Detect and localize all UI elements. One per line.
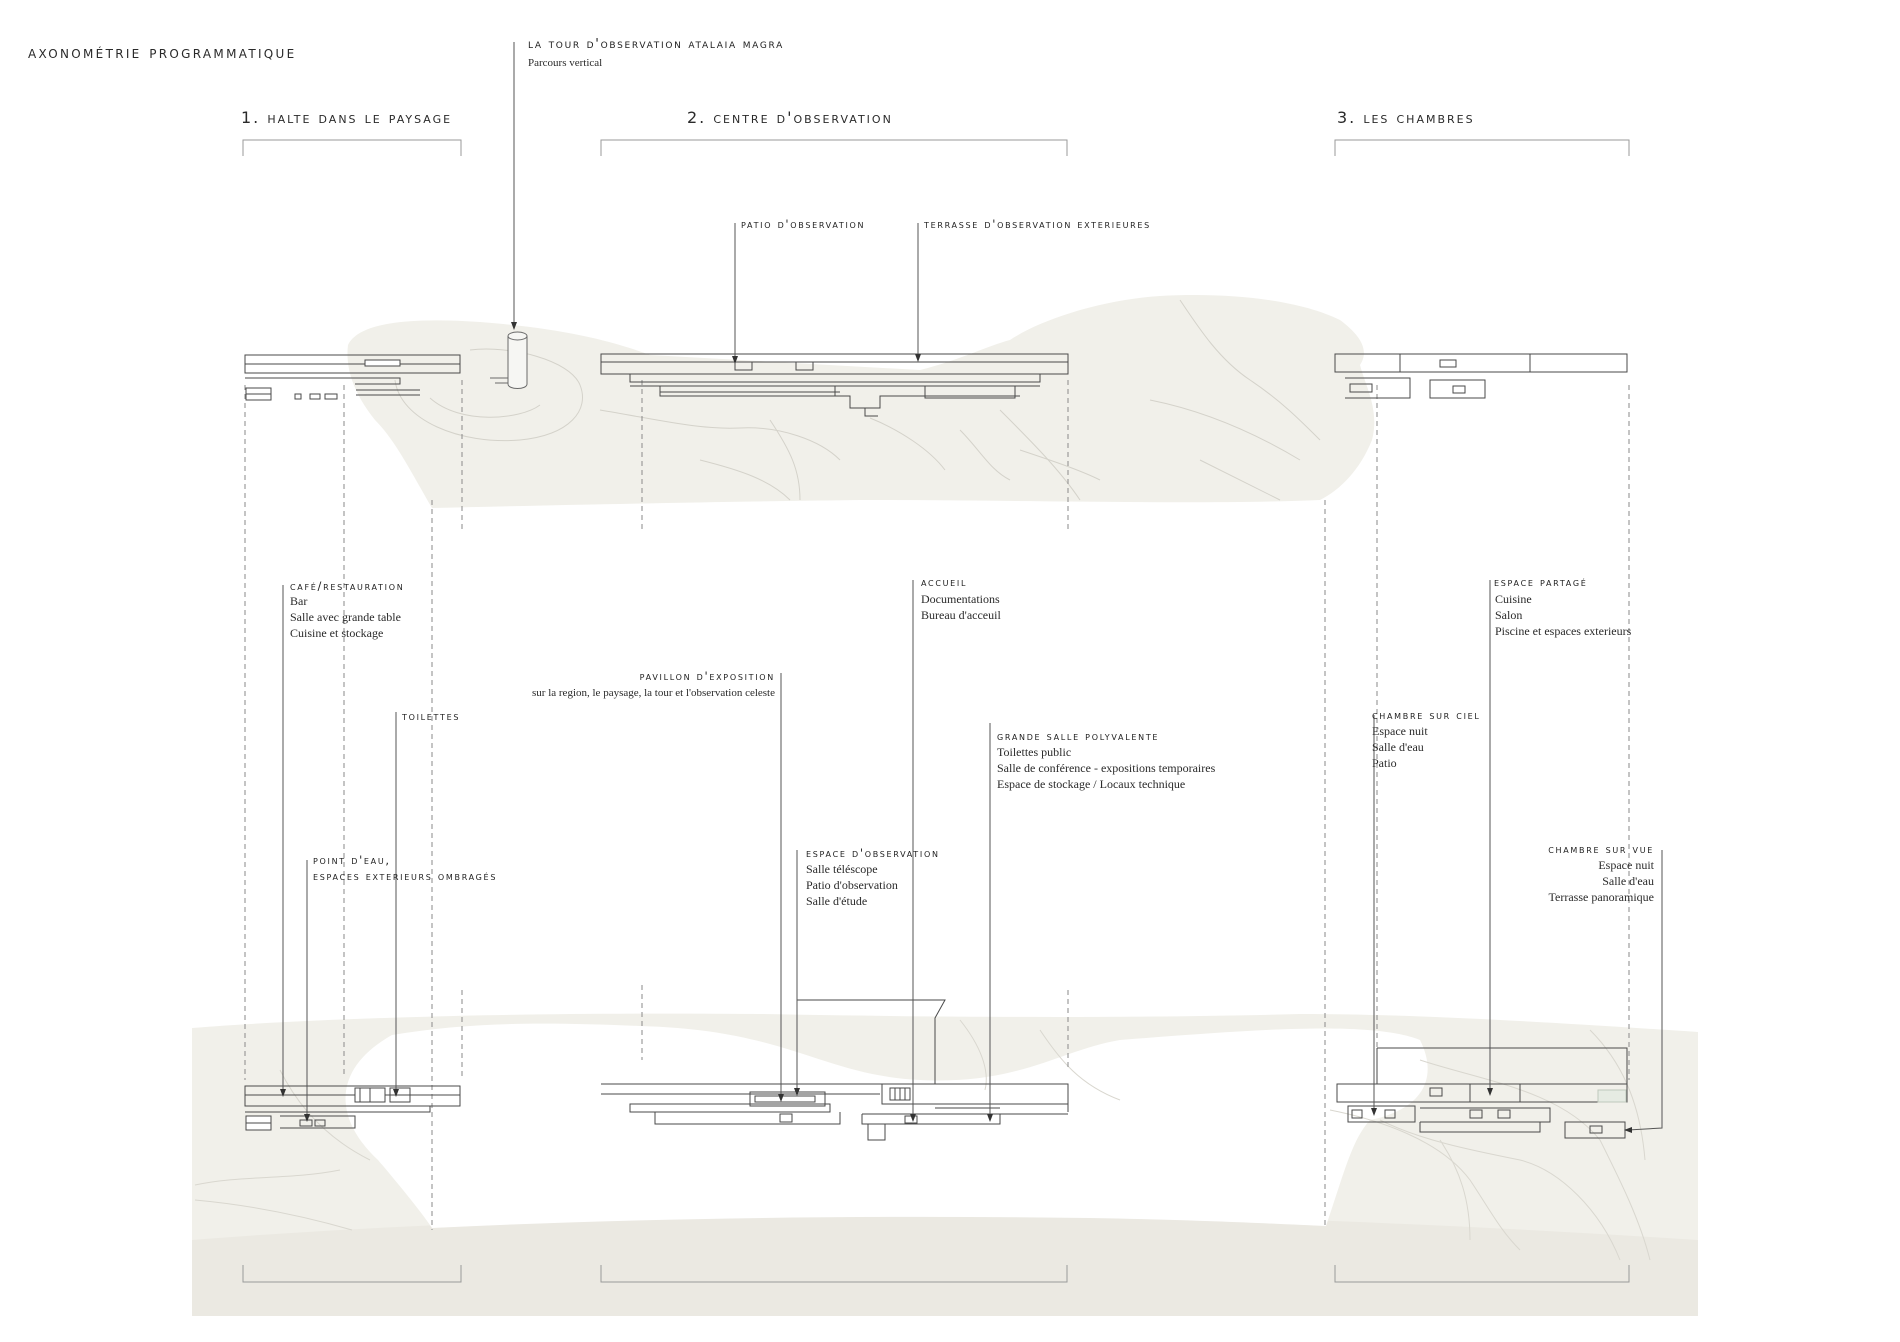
label-toilettes: TOILETTES xyxy=(402,709,461,723)
espace-partage-heading: ESPACE PARTAGÉ xyxy=(1494,575,1588,589)
observation-tower xyxy=(490,331,528,389)
roof-terrain xyxy=(347,295,1375,508)
section-title-centre: 2. CENTRE D'OBSERVATION xyxy=(687,108,893,127)
cafe-heading: CAFÉ/RESTAURATION xyxy=(290,579,405,593)
cafe-item: Salle avec grande table xyxy=(290,610,401,624)
chambre-vue-item: Espace nuit xyxy=(1598,858,1654,872)
grande-salle-heading: GRANDE SALLE POLYVALENTE xyxy=(997,729,1160,743)
chambre-vue-item: Terrasse panoramique xyxy=(1548,890,1654,904)
point-eau-heading-2: ESPACES EXTERIEURS OMBRAGÉS xyxy=(313,869,498,883)
grande-salle-item: Espace de stockage / Locaux technique xyxy=(997,777,1186,791)
tower-sub: Parcours vertical xyxy=(528,57,603,69)
chambre-ciel-item: Patio xyxy=(1372,756,1397,770)
espace-partage-item: Salon xyxy=(1495,608,1523,622)
tower-heading: LA TOUR D'OBSERVATION ATALAIA MAGRA xyxy=(528,37,784,52)
roof-contours xyxy=(394,299,1321,501)
section-brackets xyxy=(242,139,1630,1283)
projection-guides xyxy=(244,380,1630,1230)
chambre-ciel-heading: CHAMBRE SUR CIEL xyxy=(1372,708,1481,722)
roof-plan-chambres xyxy=(1334,353,1628,399)
leader-lines xyxy=(282,42,1663,1131)
cafe-item: Cuisine et stockage xyxy=(290,626,384,640)
section-title-chambres: 3. LES CHAMBRES xyxy=(1337,108,1475,127)
espace-obs-item: Salle d'étude xyxy=(806,894,868,908)
chambre-vue-heading: CHAMBRE SUR VUE xyxy=(1548,842,1654,856)
espace-partage-item: Piscine et espaces exterieurs xyxy=(1495,624,1632,638)
grande-salle-item: Salle de conférence - expositions tempor… xyxy=(997,761,1216,775)
accueil-item: Bureau d'acceuil xyxy=(921,608,1001,622)
ground-plan-halte xyxy=(244,1085,461,1131)
ground-terrain xyxy=(192,1013,1698,1316)
grande-salle-item: Toilettes public xyxy=(997,745,1072,759)
roof-plan-halte xyxy=(244,354,461,401)
accueil-heading: ACCUEIL xyxy=(921,575,968,589)
espace-obs-item: Salle téléscope xyxy=(806,862,878,876)
ground-contours xyxy=(194,1019,1651,1261)
ground-plan-chambres xyxy=(1336,1047,1628,1139)
label-patio-observation: PATIO D'OBSERVATION xyxy=(741,217,866,231)
ground-plan-centre xyxy=(601,999,1069,1141)
espace-obs-item: Patio d'observation xyxy=(806,878,898,892)
cafe-item: Bar xyxy=(290,594,308,608)
pavillon-sub: sur la region, le paysage, la tour et l'… xyxy=(532,687,775,699)
chambre-vue-item: Salle d'eau xyxy=(1602,874,1654,888)
espace-partage-item: Cuisine xyxy=(1495,592,1532,606)
leader-arrows xyxy=(280,322,1632,1133)
section-title-halte: 1. HALTE DANS LE PAYSAGE xyxy=(241,108,453,127)
point-eau-heading: POINT D'EAU, xyxy=(313,853,391,867)
accueil-item: Documentations xyxy=(921,592,1000,606)
chambre-ciel-item: Salle d'eau xyxy=(1372,740,1424,754)
label-terrasse-observation: TERRASSE D'OBSERVATION EXTERIEURES xyxy=(924,217,1151,231)
pavillon-heading: PAVILLON D'EXPOSITION xyxy=(639,669,775,683)
roof-plan-centre xyxy=(600,353,1069,417)
page-title: AXONOMÉTRIE PROGRAMMATIQUE xyxy=(28,43,297,63)
espace-obs-heading: ESPACE D'OBSERVATION xyxy=(806,846,940,860)
chambre-ciel-item: Espace nuit xyxy=(1372,724,1428,738)
